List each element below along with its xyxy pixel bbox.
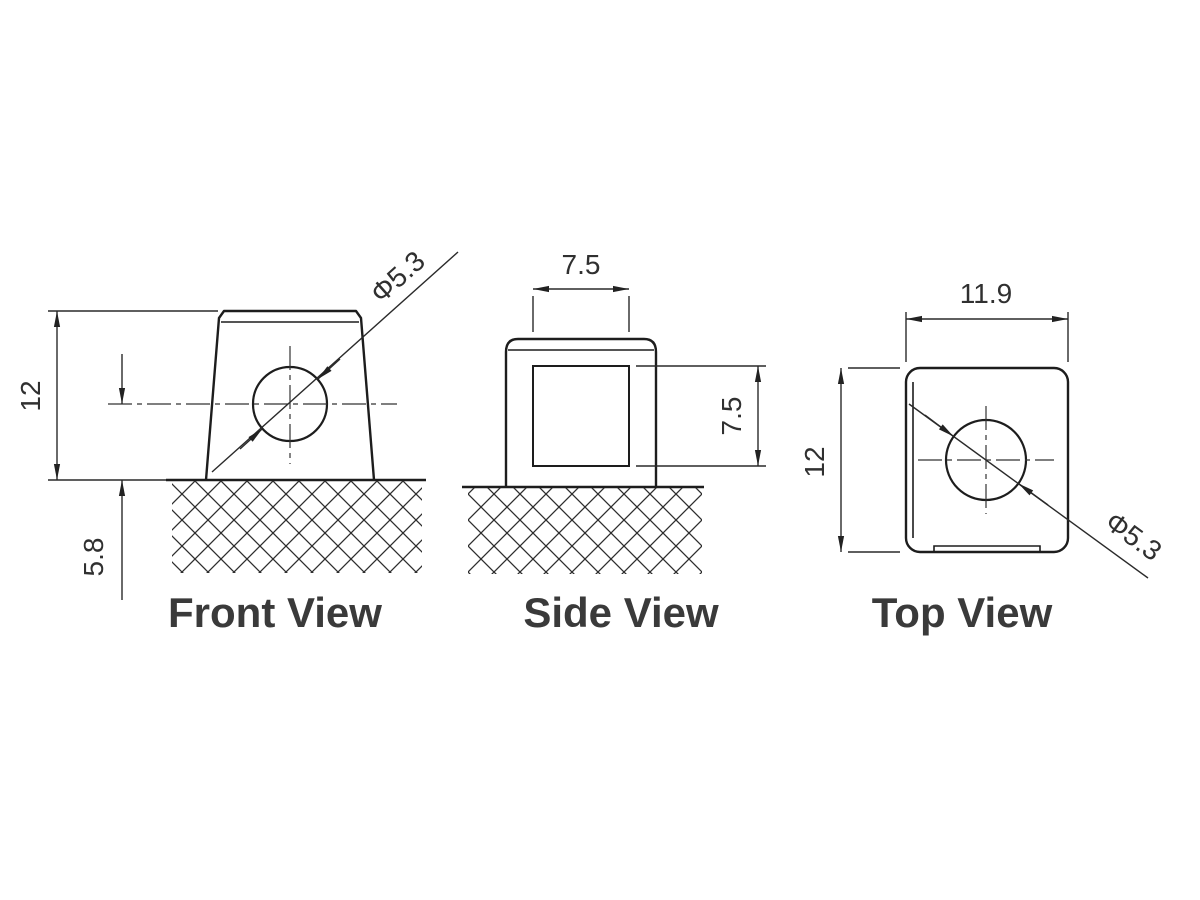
side-window-outline xyxy=(532,365,630,467)
top-hole-dim-label: Φ5.3 xyxy=(1100,506,1168,567)
side-width-dim-label: 7.5 xyxy=(562,249,601,280)
side-ground-hatch xyxy=(468,488,702,574)
front-hole-leader-line xyxy=(211,251,459,473)
front-ground-hatch xyxy=(172,481,422,573)
front-view-label: Front View xyxy=(168,589,382,636)
front-hole-arrow-upper xyxy=(317,358,341,380)
top-hole-arrow-lower xyxy=(1017,482,1049,506)
side-depth-dim-label: 7.5 xyxy=(716,397,747,436)
front-base-dim-label: 5.8 xyxy=(78,538,109,577)
top-width-dim-label: 11.9 xyxy=(960,278,1012,309)
front-cap-outline xyxy=(204,309,376,481)
top-height-dim-label: 12 xyxy=(799,446,830,477)
top-body-bottom-seam xyxy=(933,545,1041,552)
front-hole-arrow-lower xyxy=(239,428,263,450)
top-body-outline xyxy=(904,366,1070,554)
front-height-dim-label: 12 xyxy=(15,380,46,411)
side-view: 7.5 7.5 Side View xyxy=(462,249,766,636)
front-view: Φ5.3 12 5.8 Front View xyxy=(15,245,459,636)
side-view-label: Side View xyxy=(523,589,719,636)
side-cap-outline xyxy=(504,337,658,487)
top-view: Φ5.3 11.9 12 Top View xyxy=(799,278,1167,636)
front-hole-dim-label: Φ5.3 xyxy=(365,245,431,309)
top-view-label: Top View xyxy=(872,589,1053,636)
top-hole-arrow-upper xyxy=(924,414,955,438)
